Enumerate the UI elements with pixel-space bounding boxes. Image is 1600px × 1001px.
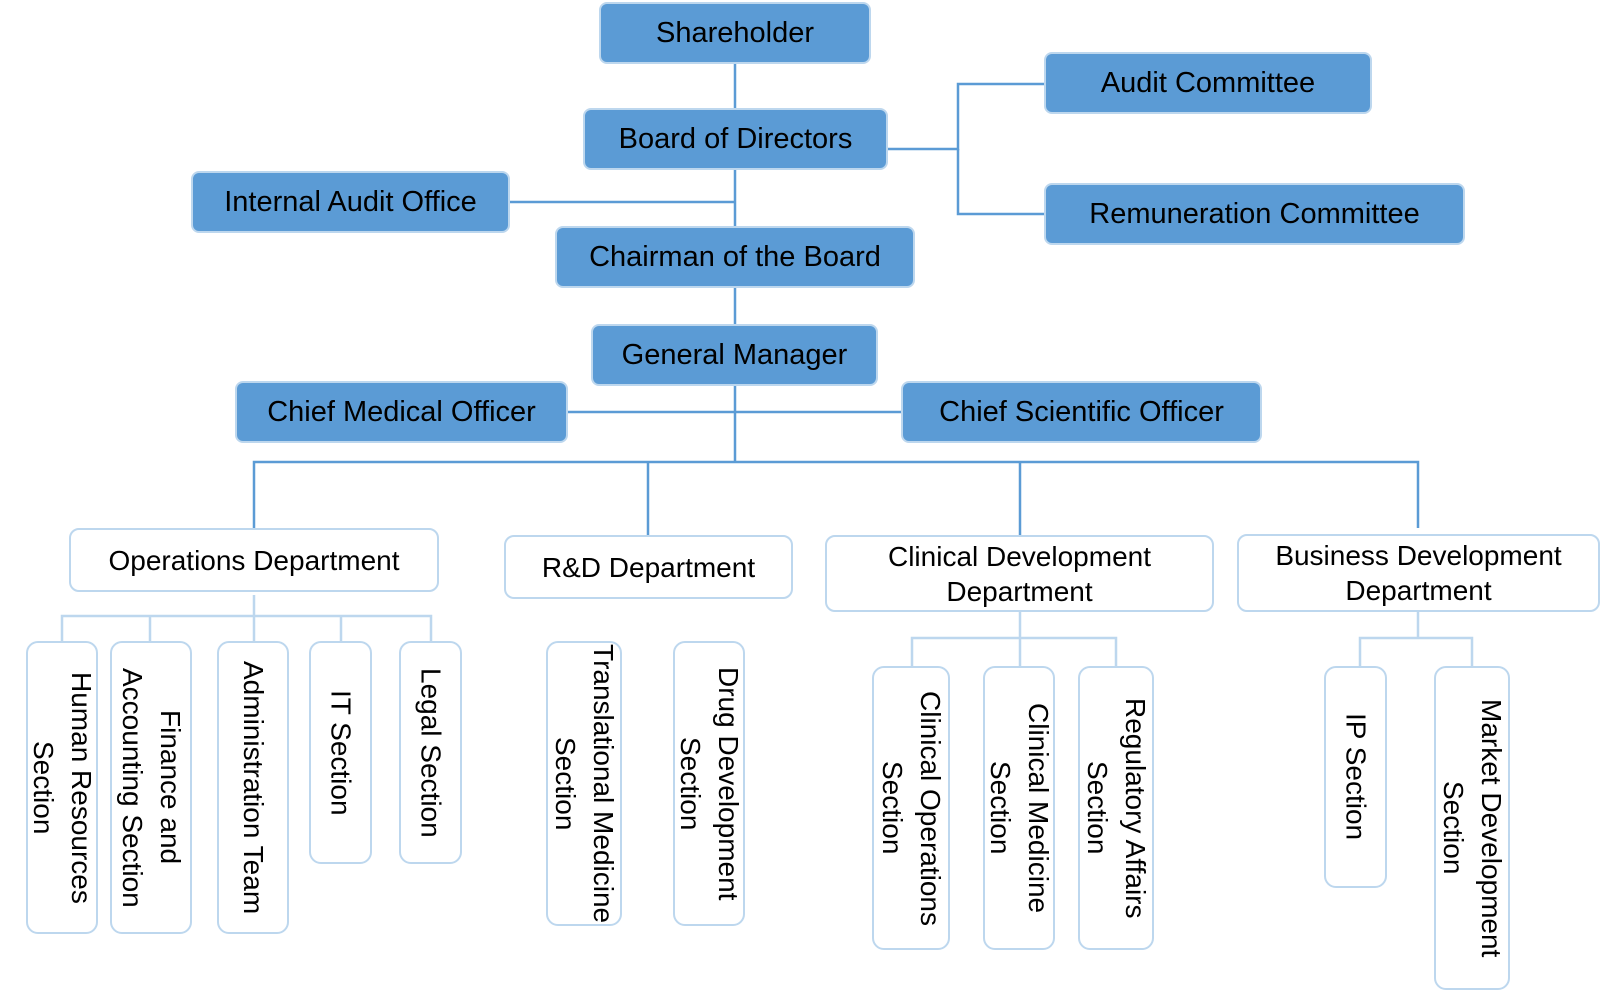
remuneration-committee-box: Remuneration Committee	[1044, 183, 1465, 245]
section-legal: Legal Section	[399, 641, 462, 864]
section-ip: IP Section	[1324, 666, 1387, 888]
section-clinical-operations: Clinical Operations Section	[872, 666, 950, 950]
section-market-development: Market Development Section	[1434, 666, 1510, 990]
section-label: Regulatory Affairs Section	[1082, 697, 1151, 919]
board-of-directors-box: Board of Directors	[583, 108, 888, 170]
general-manager-box: General Manager	[591, 324, 878, 386]
connector	[1358, 636, 1474, 666]
audit-committee-box: Audit Committee	[1044, 52, 1372, 114]
internal-audit-office-box: Internal Audit Office	[191, 171, 510, 233]
section-administration-team: Administration Team	[217, 641, 289, 934]
section-label: Legal Section	[415, 667, 447, 838]
department-rnd: R&D Department	[504, 535, 793, 599]
section-translational-medicine: Translational Medicine Section	[546, 641, 622, 926]
department-business-development: Business Development Department	[1237, 534, 1600, 612]
chairman-box: Chairman of the Board	[555, 226, 915, 288]
section-label: Translational Medicine Section	[550, 643, 619, 924]
section-label: Human Resources Section	[28, 671, 97, 904]
department-clinical-development: Clinical Development Department	[825, 535, 1214, 612]
connector	[910, 636, 1118, 666]
department-operations: Operations Department	[69, 528, 439, 592]
section-label: Drug Development Section	[675, 666, 744, 901]
section-label: Administration Team	[237, 660, 269, 915]
connector	[252, 460, 1420, 528]
section-label: Market Development Section	[1438, 698, 1507, 958]
section-label: Finance and Accounting Section	[117, 667, 186, 908]
section-clinical-medicine: Clinical Medicine Section	[983, 666, 1055, 950]
section-regulatory-affairs: Regulatory Affairs Section	[1078, 666, 1154, 950]
section-label: IT Section	[325, 689, 357, 816]
section-label: Clinical Medicine Section	[985, 702, 1054, 914]
chief-medical-officer-box: Chief Medical Officer	[235, 381, 568, 443]
section-finance-accounting: Finance and Accounting Section	[110, 641, 192, 934]
connector	[888, 82, 1045, 151]
section-label: Clinical Operations Section	[877, 690, 946, 926]
section-label: IP Section	[1340, 713, 1372, 841]
shareholder-box: Shareholder	[599, 2, 871, 64]
section-it: IT Section	[309, 641, 372, 864]
connector	[60, 614, 433, 642]
chief-scientific-officer-box: Chief Scientific Officer	[901, 381, 1262, 443]
section-drug-development: Drug Development Section	[673, 641, 745, 926]
connector	[956, 149, 1045, 216]
section-human-resources: Human Resources Section	[26, 641, 98, 934]
